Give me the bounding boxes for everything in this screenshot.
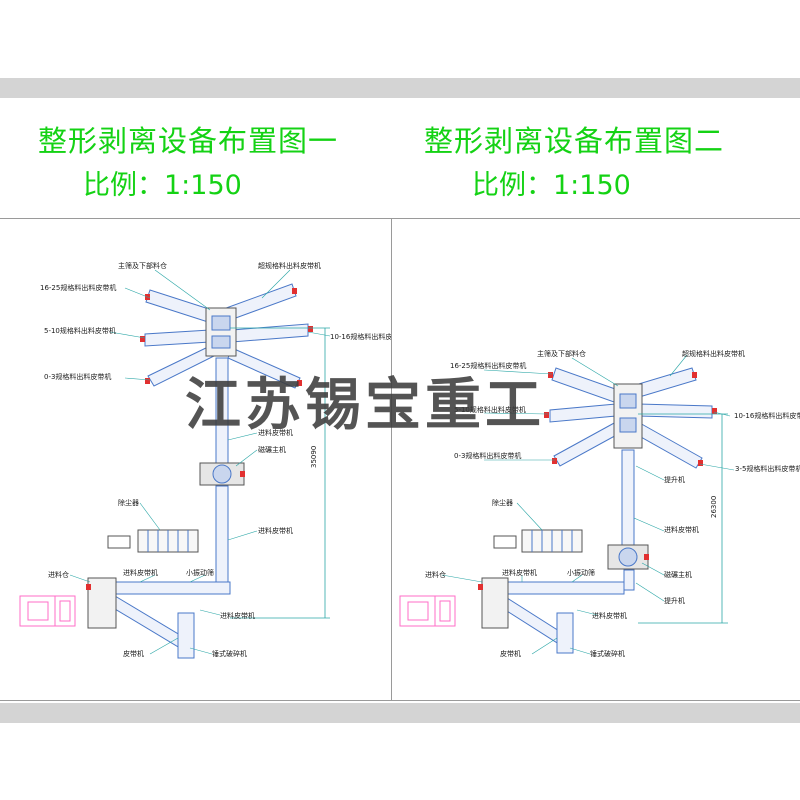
label-top-hopper: 主筛及下部料仓 [118,261,167,270]
drawing-top-border [0,218,800,219]
label-hammer: 锤式破碎机 [212,649,247,658]
dimension-text-left: 35090 [310,446,318,468]
dimension-line-left [230,327,330,619]
r-label-main-crusher: 磁碾主机 [664,570,692,579]
right-title: 整形剥离设备布置图二 [424,124,725,158]
dimension-text-right: 26300 [710,496,718,518]
left-scale: 比例：1:150 [83,170,242,201]
label-10-16: 10-16规格料出料皮带机 [330,332,391,341]
r-label-lift2: 提升机 [664,596,685,605]
conveyor-5-10 [144,329,211,347]
label-dust: 除尘器 [118,498,139,507]
watermark: 江苏锡宝重工 [185,373,545,438]
label-main-crusher: 磁碾主机 [258,445,286,454]
r-label-lift1: 提升机 [664,475,685,484]
label-5-10: 5-10规格料出料皮带机 [44,326,116,335]
r-label-hopper: 进料仓 [425,570,446,579]
r-label-hammer: 锤式破碎机 [590,649,625,658]
r-label-vib-feeder: 小振动筛 [567,568,595,577]
r-label-dust: 除尘器 [492,498,513,507]
r-label-3-5: 3-5规格料出料皮带机 [735,464,800,473]
r-label-top-hopper: 主筛及下部料仓 [537,349,586,358]
right-layout-drawing: 26300 主筛及下部料仓 超规格料出料皮带机 16-25规格料出料皮带机 5-… [399,349,800,658]
label-vib-feeder: 小振动筛 [186,568,214,577]
vehicle-outline-right [399,595,456,627]
label-16-25: 16-25规格料出料皮带机 [40,283,116,292]
label-0-3: 0-3规格料出料皮带机 [44,372,111,381]
left-title: 整形剥离设备布置图一 [38,124,339,158]
r-label-feed-belt: 进料皮带机 [664,525,699,534]
label-feed-belt-upper: 进料皮带机 [258,428,293,437]
label-hopper: 进料仓 [48,570,69,579]
conveyor-10-16 [231,323,309,343]
r-label-0-3: 0-3规格料出料皮带机 [454,451,521,460]
motor-markers-right [478,372,717,590]
dimension-line-right [638,413,728,624]
left-layout-drawing: 35090 主筛及下部料仓 超规格料出料皮带机 16-25规格料出料皮带机 5-… [19,261,391,659]
r-label-feed-belt-bottom: 进料皮带机 [592,611,627,620]
r-label-oversize: 超规格料出料皮带机 [682,349,745,358]
label-feed-belt-bottom: 进料皮带机 [220,611,255,620]
label-oversize: 超规格料出料皮带机 [258,261,321,270]
conveyor-16-25 [145,289,213,323]
label-feed-belt-left: 进料皮带机 [123,568,158,577]
bottom-gray-band [0,703,800,723]
r-label-feed-belt-left: 进料皮带机 [502,568,537,577]
vehicle-outline [19,595,76,627]
label-belt: 皮带机 [123,649,144,658]
r-label-belt: 皮带机 [500,649,521,658]
r-label-5-10: 5-10规格料出料皮带机 [454,405,526,414]
top-gray-band [0,78,800,98]
drawing-bottom-border [0,700,800,701]
r-label-16-25: 16-25规格料出料皮带机 [450,361,526,370]
r-label-10-16: 10-16规格料出料皮带机 [734,411,800,420]
label-feed-belt-lower: 进料皮带机 [258,526,293,535]
drawing-divider [391,218,392,700]
right-scale: 比例：1:150 [472,170,631,201]
